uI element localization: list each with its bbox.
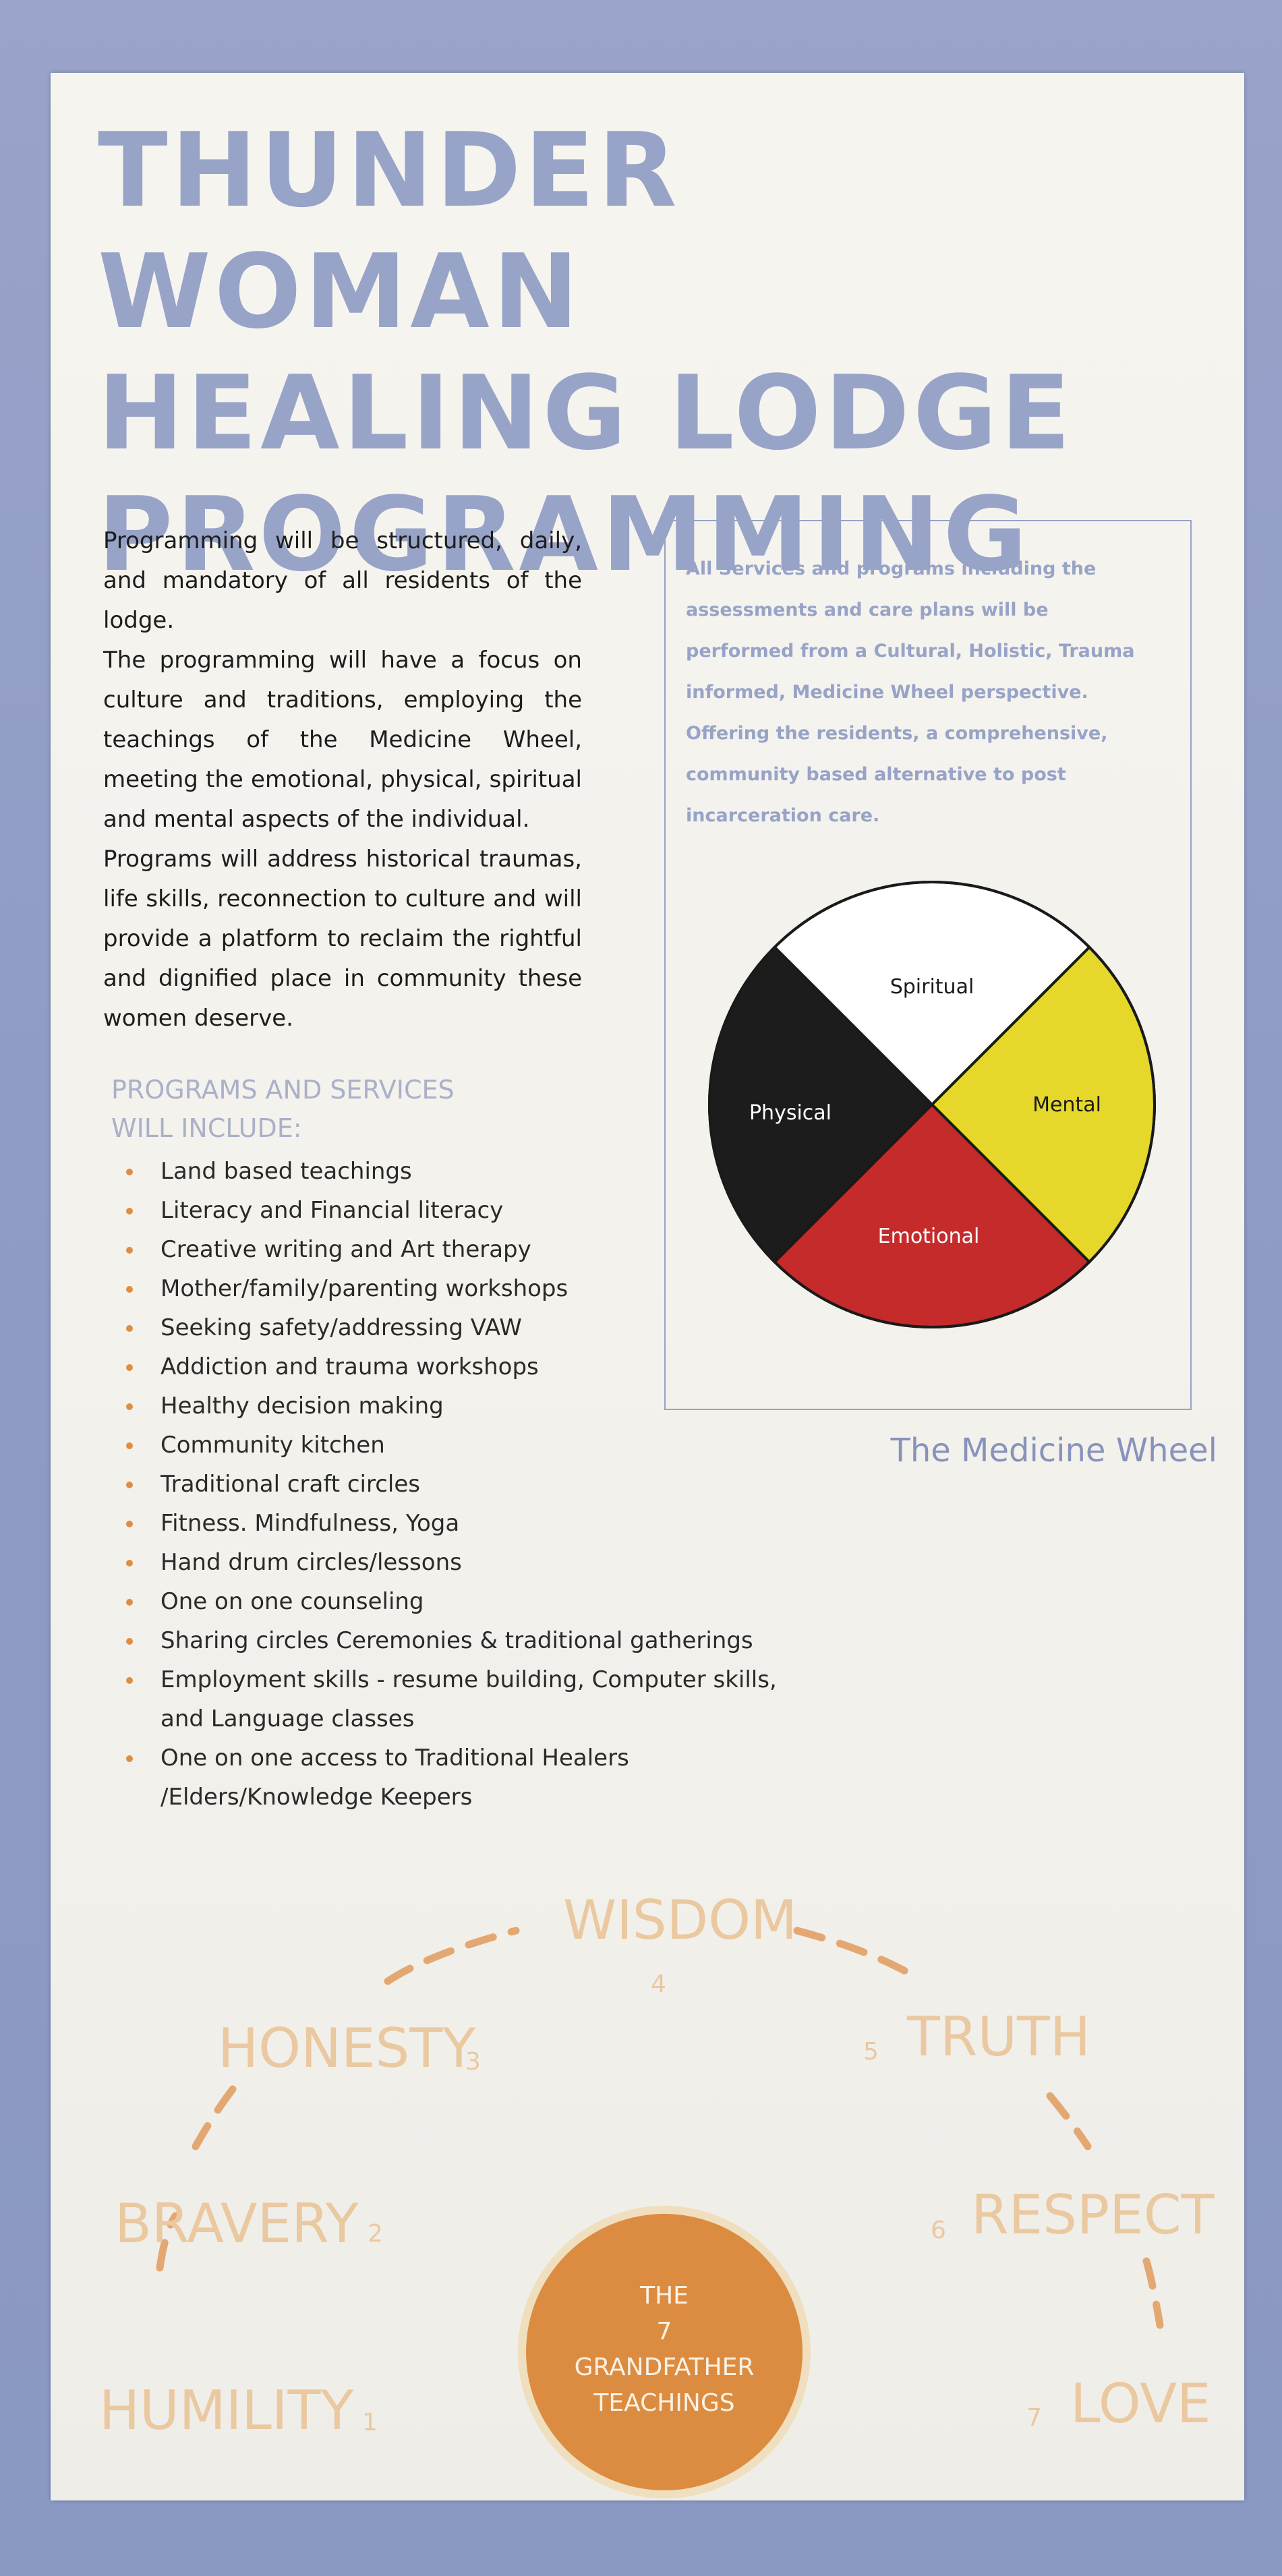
wheel-label-mental: Mental — [1032, 1093, 1101, 1117]
bullet-dot — [126, 1599, 133, 1606]
list-item-text: One on one counseling — [161, 1588, 424, 1615]
bullet-dot — [126, 1638, 133, 1645]
teaching-number: 7 — [1026, 2404, 1042, 2432]
title-line: HEALING LODGE — [98, 353, 1074, 473]
bullet-dot — [126, 1442, 133, 1449]
poster: THUNDER WOMAN HEALING LODGE PROGRAMMING … — [51, 73, 1244, 2500]
list-item-text: Employment skills - resume building, Com… — [161, 1666, 777, 1693]
list-item-text: Land based teachings — [161, 1158, 412, 1185]
list-item-text: Fitness. Mindfulness, Yoga — [161, 1510, 460, 1537]
bullet-dot — [126, 1169, 133, 1175]
center-line: THE — [640, 2282, 689, 2310]
wheel-label-physical: Physical — [749, 1101, 832, 1125]
medicine-wheel-box: All Services and programs including the … — [664, 520, 1192, 1410]
arc-dash-segment — [384, 1927, 520, 1985]
programs-heading: PROGRAMS AND SERVICES WILL INCLUDE: — [111, 1071, 583, 1148]
intro-paragraph: The programming will have a focus on cul… — [103, 647, 582, 833]
teaching-number: 1 — [362, 2409, 378, 2436]
bullet-dot — [126, 1677, 133, 1684]
teaching-number: 5 — [863, 2038, 879, 2066]
list-item-text: Hand drum circles/lessons — [161, 1549, 462, 1576]
teaching-love: LOVE — [1070, 2372, 1211, 2435]
arc-dash-segment — [793, 1927, 925, 1984]
teaching-humility: HUMILITY — [99, 2379, 354, 2442]
list-item: Hand drum circles/lessons — [111, 1543, 853, 1582]
list-item-text: Community kitchen — [161, 1432, 385, 1459]
list-item: Land based teachings — [111, 1152, 853, 1191]
services-description: All Services and programs including the … — [686, 558, 1135, 826]
list-item: Seeking safety/addressing VAW — [111, 1308, 853, 1347]
title-line: THUNDER WOMAN — [98, 111, 680, 351]
center-circle-text: THE 7 GRANDFATHER TEACHINGS — [526, 2278, 803, 2421]
programs-heading-line: PROGRAMS AND SERVICES — [111, 1075, 455, 1105]
list-item-text: Mother/family/parenting workshops — [161, 1275, 569, 1302]
center-line: TEACHINGS — [593, 2389, 735, 2417]
wheel-outline — [708, 881, 1156, 1328]
bullet-dot — [126, 1755, 133, 1762]
teaching-truth: TRUTH — [907, 2006, 1091, 2068]
list-item: Community kitchen — [111, 1426, 853, 1465]
center-line: GRANDFATHER — [574, 2353, 755, 2381]
grandfather-teachings-circle: THE 7 GRANDFATHER TEACHINGS — [526, 2214, 803, 2490]
center-line: 7 — [656, 2318, 672, 2345]
list-item: One on one access to Traditional Healers… — [111, 1738, 853, 1817]
teaching-number: 4 — [651, 1970, 666, 1998]
bullet-dot — [126, 1521, 133, 1527]
wheel-caption: The Medicine Wheel — [890, 1432, 1218, 1469]
arc-dash-segment — [1046, 2092, 1092, 2150]
bullet-dot — [126, 1403, 133, 1410]
list-item: Traditional craft circles — [111, 1465, 853, 1504]
teachings-arc — [156, 1927, 1164, 2329]
list-item: Sharing circles Ceremonies & traditional… — [111, 1621, 853, 1660]
list-item-text: Creative writing and Art therapy — [161, 1236, 531, 1263]
list-item: One on one counseling — [111, 1582, 853, 1621]
list-item-text: One on one access to Traditional Healers — [161, 1745, 629, 1772]
teaching-honesty: HONESTY — [218, 2017, 476, 2080]
list-item-text: Seeking safety/addressing VAW — [161, 1314, 522, 1341]
list-item-text: Addiction and trauma workshops — [161, 1353, 539, 1380]
intro-paragraph: Programs will address historical traumas… — [103, 846, 582, 1032]
arc-dash-segment — [1142, 2257, 1164, 2329]
teaching-number: 3 — [465, 2048, 481, 2076]
page-title: THUNDER WOMAN HEALING LODGE PROGRAMMING — [98, 110, 1109, 595]
bullet-dot — [126, 1208, 133, 1214]
title-line: PROGRAMMING — [98, 475, 1031, 594]
list-item: Literacy and Financial literacy — [111, 1191, 853, 1230]
teaching-bravery: BRAVERY — [115, 2192, 359, 2255]
programs-list: Land based teachings Literacy and Financ… — [111, 1152, 853, 1817]
list-item: Creative writing and Art therapy — [111, 1230, 853, 1269]
teaching-wisdom: WISDOM — [563, 1889, 798, 1952]
list-item: Mother/family/parenting workshops — [111, 1269, 853, 1308]
list-item: Fitness. Mindfulness, Yoga — [111, 1504, 853, 1543]
list-item-text-continued: and Language classes — [161, 1705, 415, 1732]
list-item-text-continued: /Elders/Knowledge Keepers — [161, 1784, 473, 1811]
teaching-respect: RESPECT — [971, 2184, 1215, 2246]
list-item-text: Literacy and Financial literacy — [161, 1197, 504, 1224]
bullet-dot — [126, 1560, 133, 1567]
bullet-dot — [126, 1286, 133, 1293]
programs-heading-line: WILL INCLUDE: — [111, 1113, 302, 1143]
list-item: Addiction and trauma workshops — [111, 1347, 853, 1386]
teaching-number: 6 — [931, 2217, 946, 2244]
intro-text: Programming will be structured, daily, a… — [103, 521, 582, 1038]
list-item: Healthy decision making — [111, 1386, 853, 1426]
teaching-number: 2 — [368, 2220, 383, 2248]
list-item-text: Sharing circles Ceremonies & traditional… — [161, 1627, 753, 1654]
bullet-dot — [126, 1247, 133, 1254]
arc-dash-segment — [192, 2085, 237, 2150]
list-item: Employment skills - resume building, Com… — [111, 1660, 853, 1738]
list-item-text: Traditional craft circles — [161, 1471, 420, 1498]
intro-paragraph: Programming will be structured, daily, a… — [103, 527, 582, 634]
bullet-dot — [126, 1364, 133, 1371]
bullet-dot — [126, 1482, 133, 1488]
medicine-wheel-diagram: Spiritual Mental Emotional Physical — [708, 881, 1156, 1328]
wheel-label-spiritual: Spiritual — [890, 975, 974, 999]
bullet-dot — [126, 1325, 133, 1332]
arc-dash-segment — [156, 2212, 179, 2272]
list-item-text: Healthy decision making — [161, 1393, 444, 1419]
grandfather-teachings: HUMILITY 1 BRAVERY 2 HONESTY 3 WISDOM 4 … — [51, 1799, 1244, 2500]
wheel-label-emotional: Emotional — [878, 1225, 980, 1248]
